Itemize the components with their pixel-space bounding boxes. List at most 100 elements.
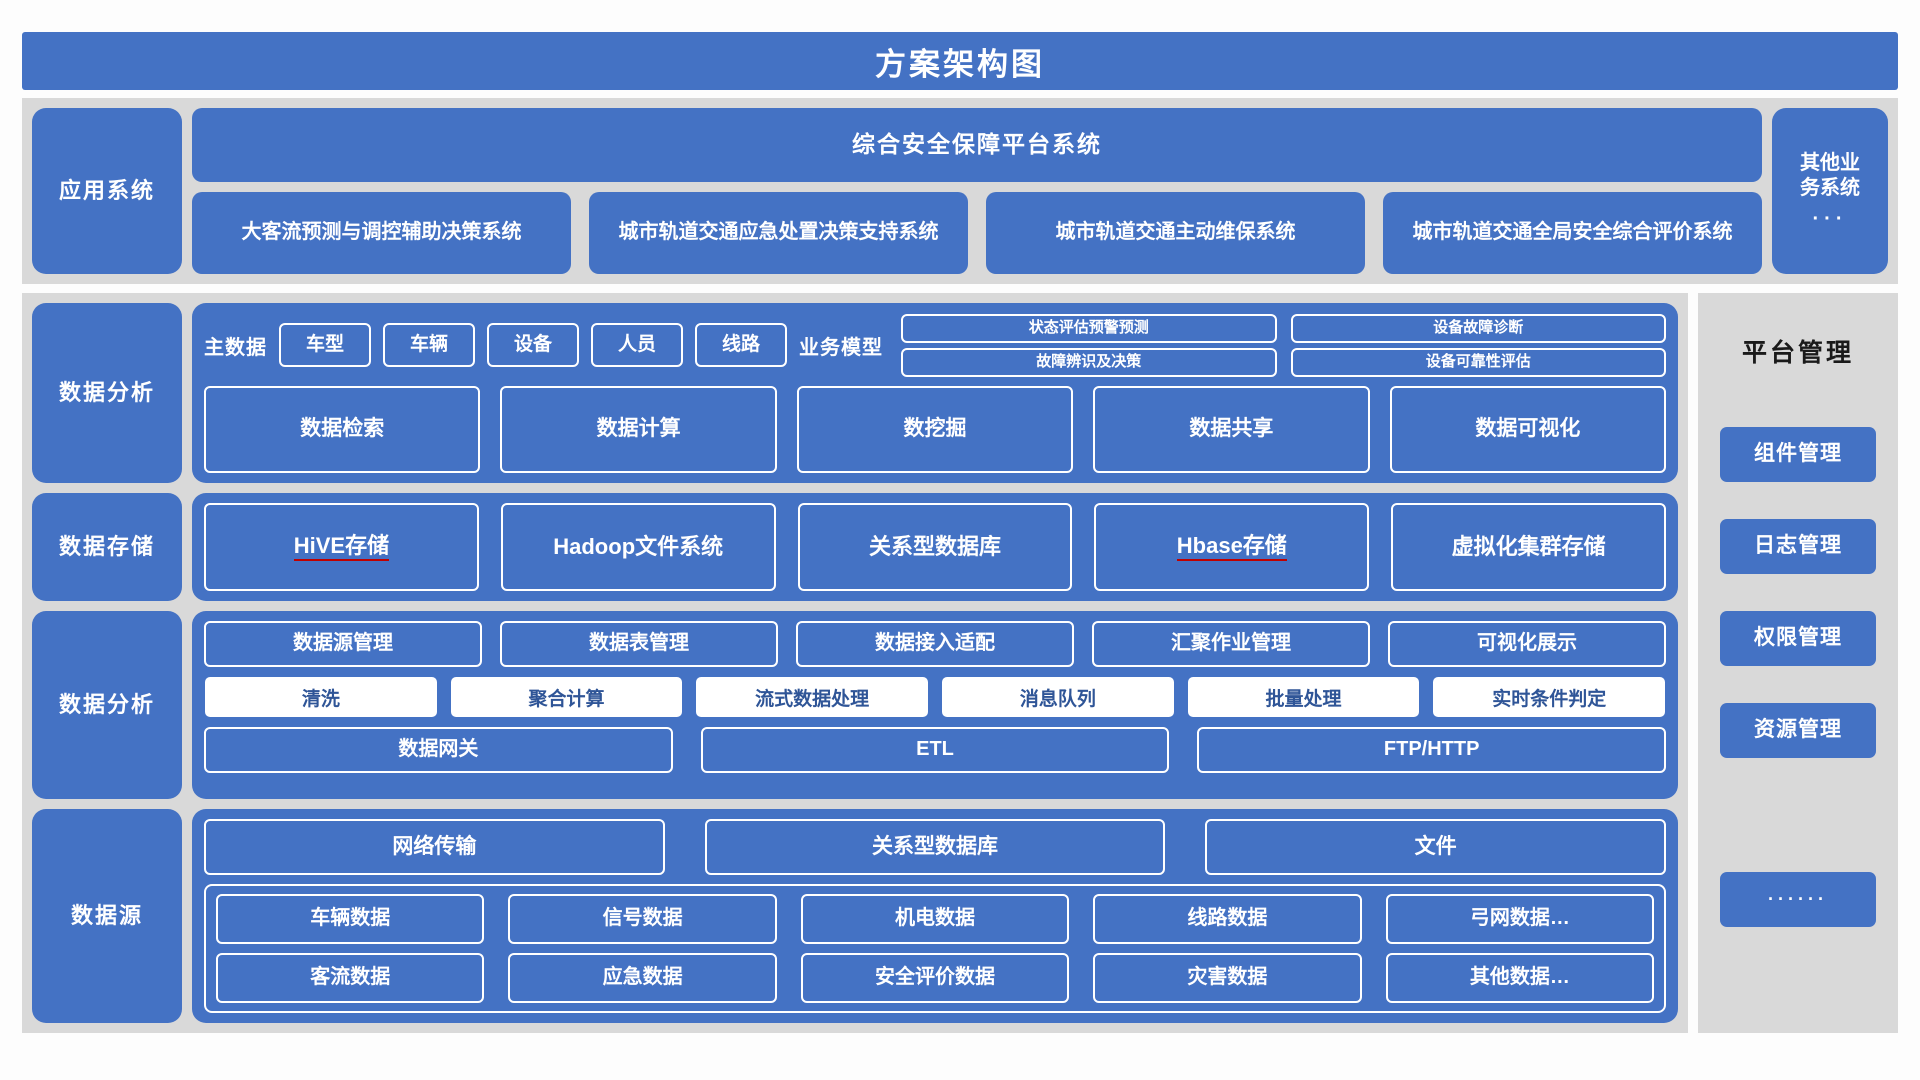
analysis-service-3[interactable]: 数据共享 — [1093, 386, 1370, 473]
processing-bottom-line: 数据网关 ETL FTP/HTTP — [204, 727, 1667, 773]
data-analysis-row: 数据分析 主数据 车型 车辆 设备 人员 线路 业务模型 状态评估预警预测 — [32, 303, 1678, 483]
other-sys-line2: 务系统 — [1800, 176, 1860, 199]
source-channel-2[interactable]: 文件 — [1205, 819, 1667, 875]
source-channel-0[interactable]: 网络传输 — [204, 819, 665, 875]
storage-item-0-label: HiVE存储 — [293, 533, 390, 562]
business-model-0[interactable]: 状态评估预警预测 — [901, 313, 1277, 343]
business-model-label: 业务模型 — [799, 336, 883, 359]
source-data-9[interactable]: 其他数据… — [1385, 953, 1655, 1003]
processing-top-4[interactable]: 可视化展示 — [1388, 621, 1666, 667]
application-content: 综合安全保障平台系统 大客流预测与调控辅助决策系统 城市轨道交通应急处置决策支持… — [192, 108, 1762, 274]
app-system-1[interactable]: 城市轨道交通应急处置决策支持系统 — [589, 192, 968, 274]
analysis-service-0[interactable]: 数据检索 — [204, 386, 481, 473]
storage-item-2-label: 关系型数据库 — [868, 534, 1001, 560]
source-data-7[interactable]: 安全评价数据 — [800, 953, 1070, 1003]
other-sys-dots: ··· — [1812, 207, 1848, 230]
app-system-2[interactable]: 城市轨道交通主动维保系统 — [986, 192, 1365, 274]
layer-stack: 数据分析 主数据 车型 车辆 设备 人员 线路 业务模型 状态评估预警预测 — [22, 293, 1688, 1033]
source-grid-row-1: 车辆数据 信号数据 机电数据 线路数据 弓网数据… — [216, 894, 1655, 944]
storage-item-1-label: Hadoop文件系统 — [553, 534, 724, 560]
processing-middle-1[interactable]: 聚合计算 — [449, 676, 684, 718]
data-source-body: 网络传输 关系型数据库 文件 车辆数据 信号数据 机电数据 线路数据 弓网数据… — [192, 809, 1678, 1023]
storage-item-4-label: 虚拟化集群存储 — [1451, 534, 1606, 560]
processing-top-3[interactable]: 汇聚作业管理 — [1092, 621, 1370, 667]
processing-bottom-1[interactable]: ETL — [700, 727, 1170, 773]
app-system-0[interactable]: 大客流预测与调控辅助决策系统 — [192, 192, 571, 274]
source-data-1[interactable]: 信号数据 — [508, 894, 777, 944]
application-layer-band: 应用系统 综合安全保障平台系统 大客流预测与调控辅助决策系统 城市轨道交通应急处… — [22, 98, 1898, 284]
processing-top-0[interactable]: 数据源管理 — [204, 621, 482, 667]
platform-item-log-management[interactable]: 日志管理 — [1720, 519, 1876, 574]
business-model-col-right: 设备故障诊断 设备可靠性评估 — [1290, 313, 1666, 377]
source-channel-line: 网络传输 关系型数据库 文件 — [204, 819, 1667, 875]
source-data-8[interactable]: 灾害数据 — [1093, 953, 1362, 1003]
source-data-2[interactable]: 机电数据 — [800, 894, 1070, 944]
storage-item-0[interactable]: HiVE存储 — [204, 503, 479, 591]
analysis-service-line: 数据检索 数据计算 数挖掘 数据共享 数据可视化 — [204, 386, 1667, 473]
processing-middle-2[interactable]: 流式数据处理 — [695, 676, 930, 718]
row-label-application: 应用系统 — [32, 108, 182, 274]
analysis-service-1[interactable]: 数据计算 — [500, 386, 777, 473]
application-system-list: 大客流预测与调控辅助决策系统 城市轨道交通应急处置决策支持系统 城市轨道交通主动… — [192, 192, 1762, 274]
master-item-0[interactable]: 车型 — [279, 323, 371, 367]
processing-middle-0[interactable]: 清洗 — [204, 676, 438, 718]
source-grid-row-2: 客流数据 应急数据 安全评价数据 灾害数据 其他数据… — [216, 953, 1655, 1003]
processing-middle-4[interactable]: 批量处理 — [1186, 676, 1421, 718]
platform-system-box[interactable]: 综合安全保障平台系统 — [192, 108, 1762, 182]
storage-item-list: HiVE存储 Hadoop文件系统 关系型数据库 Hbase存储 虚拟化集群存储 — [204, 503, 1666, 591]
platform-item-component-management[interactable]: 组件管理 — [1720, 427, 1876, 482]
processing-bottom-2[interactable]: FTP/HTTP — [1197, 727, 1667, 773]
storage-item-4[interactable]: 虚拟化集群存储 — [1391, 503, 1666, 591]
app-system-3[interactable]: 城市轨道交通全局安全综合评价系统 — [1383, 192, 1762, 274]
source-data-grid: 车辆数据 信号数据 机电数据 线路数据 弓网数据… 客流数据 应急数据 安全评价… — [204, 884, 1666, 1013]
main-area: 数据分析 主数据 车型 车辆 设备 人员 线路 业务模型 状态评估预警预测 — [22, 293, 1898, 1033]
platform-item-more[interactable]: ······ — [1720, 872, 1876, 927]
business-model-group: 状态评估预警预测 故障辨识及决策 设备故障诊断 设备可靠性评估 — [901, 313, 1666, 377]
source-data-5[interactable]: 客流数据 — [216, 953, 485, 1003]
platform-management-panel: 平台管理 组件管理 日志管理 权限管理 资源管理 ······ — [1698, 293, 1898, 1033]
processing-middle-line: 清洗 聚合计算 流式数据处理 消息队列 批量处理 实时条件判定 — [204, 676, 1667, 718]
row-label-data-analysis: 数据分析 — [32, 303, 182, 483]
page-title: 方案架构图 — [22, 32, 1898, 90]
processing-bottom-0[interactable]: 数据网关 — [204, 727, 673, 773]
processing-top-1[interactable]: 数据表管理 — [500, 621, 778, 667]
data-analysis-body: 主数据 车型 车辆 设备 人员 线路 业务模型 状态评估预警预测 故障辨识及决策 — [192, 303, 1678, 483]
platform-management-list: 组件管理 日志管理 权限管理 资源管理 — [1720, 427, 1876, 758]
other-business-system-box[interactable]: 其他业 务系统 ··· — [1772, 108, 1888, 274]
processing-top-line: 数据源管理 数据表管理 数据接入适配 汇聚作业管理 可视化展示 — [204, 621, 1666, 667]
data-storage-row: 数据存储 HiVE存储 Hadoop文件系统 关系型数据库 Hbase存储 虚拟… — [32, 493, 1678, 601]
storage-item-1[interactable]: Hadoop文件系统 — [500, 503, 776, 591]
platform-management-title: 平台管理 — [1741, 339, 1854, 367]
master-data-label: 主数据 — [204, 336, 267, 359]
platform-item-permission-management[interactable]: 权限管理 — [1720, 611, 1876, 666]
business-model-col-left: 状态评估预警预测 故障辨识及决策 — [901, 313, 1277, 377]
platform-item-resource-management[interactable]: 资源管理 — [1720, 703, 1876, 758]
business-model-3[interactable]: 设备可靠性评估 — [1290, 347, 1666, 377]
data-source-row: 数据源 网络传输 关系型数据库 文件 车辆数据 信号数据 机电数据 线路数据 — [32, 809, 1678, 1023]
master-item-1[interactable]: 车辆 — [383, 323, 475, 367]
data-processing-body: 数据源管理 数据表管理 数据接入适配 汇聚作业管理 可视化展示 清洗 聚合计算 … — [192, 611, 1678, 799]
master-data-line: 主数据 车型 车辆 设备 人员 线路 业务模型 状态评估预警预测 故障辨识及决策 — [204, 313, 1666, 377]
processing-top-2[interactable]: 数据接入适配 — [796, 621, 1074, 667]
processing-middle-5[interactable]: 实时条件判定 — [1432, 676, 1667, 718]
source-data-4[interactable]: 弓网数据… — [1385, 894, 1655, 944]
business-model-1[interactable]: 故障辨识及决策 — [901, 347, 1277, 377]
source-data-6[interactable]: 应急数据 — [508, 953, 777, 1003]
business-model-2[interactable]: 设备故障诊断 — [1290, 313, 1666, 343]
source-channel-1[interactable]: 关系型数据库 — [704, 819, 1166, 875]
source-data-3[interactable]: 线路数据 — [1093, 894, 1362, 944]
other-sys-line1: 其他业 — [1800, 151, 1860, 174]
source-data-0[interactable]: 车辆数据 — [216, 894, 485, 944]
master-item-3[interactable]: 人员 — [591, 323, 683, 367]
master-item-2[interactable]: 设备 — [487, 323, 579, 367]
storage-item-3-label: Hbase存储 — [1176, 533, 1287, 562]
storage-item-3[interactable]: Hbase存储 — [1094, 503, 1370, 591]
master-item-4[interactable]: 线路 — [695, 323, 787, 367]
data-processing-row: 数据分析 数据源管理 数据表管理 数据接入适配 汇聚作业管理 可视化展示 清洗 … — [32, 611, 1678, 799]
storage-item-2[interactable]: 关系型数据库 — [797, 503, 1073, 591]
row-label-data-storage: 数据存储 — [32, 493, 182, 601]
processing-middle-3[interactable]: 消息队列 — [941, 676, 1175, 718]
analysis-service-2[interactable]: 数挖掘 — [796, 386, 1074, 473]
analysis-service-4[interactable]: 数据可视化 — [1389, 386, 1667, 473]
